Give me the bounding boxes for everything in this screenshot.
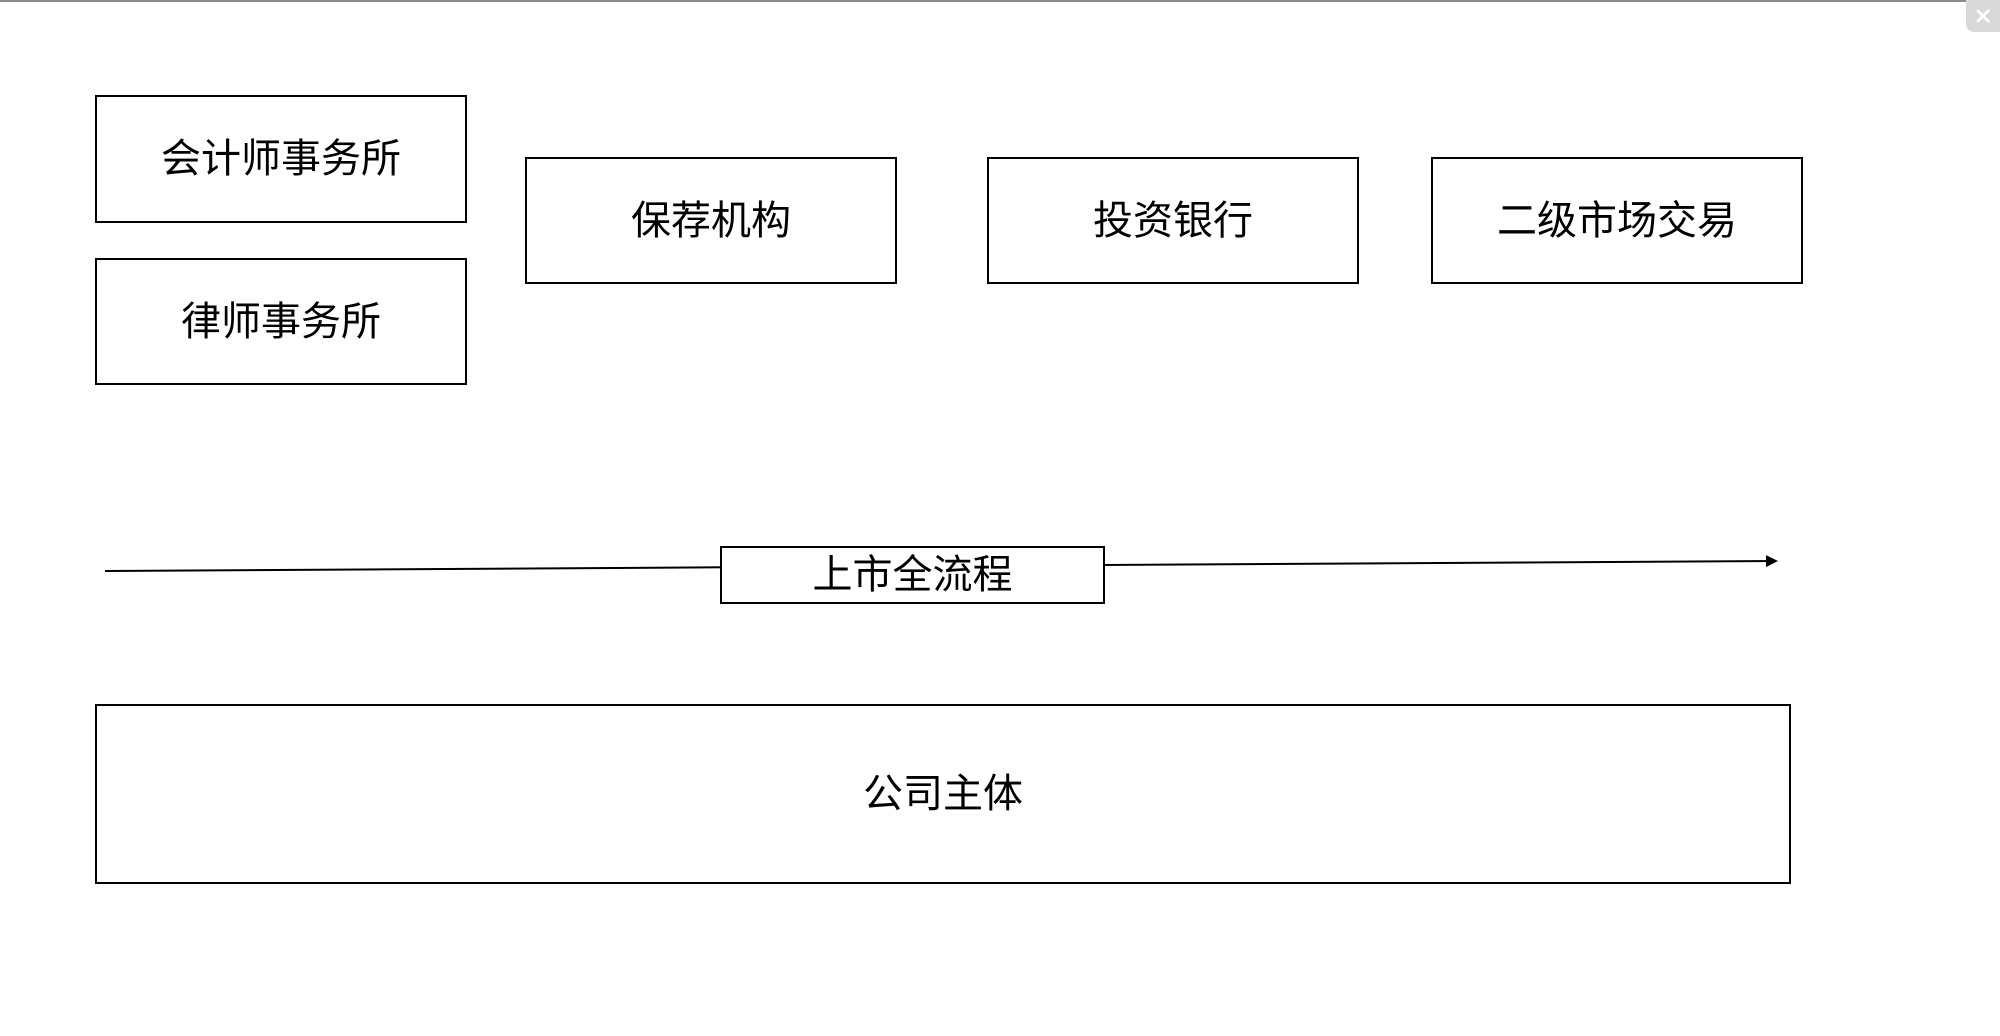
company-label: 公司主体 [863, 771, 1023, 817]
ipo-process-label: 上市全流程 [812, 552, 1013, 598]
accounting-firm-box: 会计师事务所 [95, 95, 467, 223]
ipo-process-box: 上市全流程 [720, 546, 1105, 604]
sponsor-box: 保荐机构 [525, 157, 897, 284]
secondary-market-label: 二级市场交易 [1497, 197, 1737, 244]
close-icon [1976, 9, 1990, 23]
accounting-firm-label: 会计师事务所 [161, 136, 401, 182]
investment-bank-box: 投资银行 [987, 157, 1359, 284]
secondary-market-box: 二级市场交易 [1431, 157, 1803, 284]
top-divider [0, 0, 2000, 2]
close-button[interactable] [1966, 0, 2000, 32]
sponsor-label: 保荐机构 [631, 197, 791, 244]
company-box: 公司主体 [95, 704, 1791, 884]
investment-bank-label: 投资银行 [1093, 197, 1253, 244]
law-firm-label: 律师事务所 [181, 298, 381, 345]
law-firm-box: 律师事务所 [95, 258, 467, 385]
